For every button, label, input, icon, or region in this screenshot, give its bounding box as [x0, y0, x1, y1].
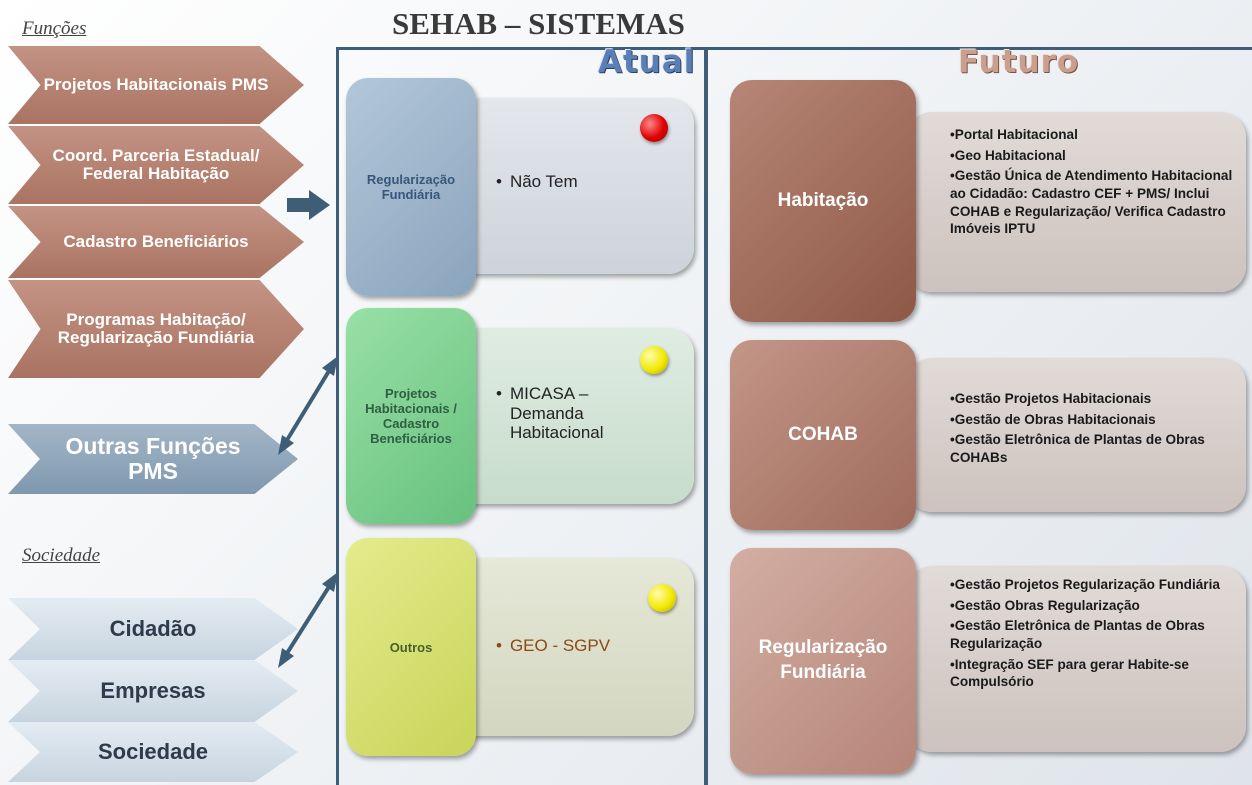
funcoes-label: Funções [22, 18, 87, 39]
futuro-card-3: •Gestão Projetos Regularização Fundiária… [906, 566, 1246, 752]
futuro-item: •Gestão de Obras Habitacionais [950, 411, 1156, 427]
atual-item-2: •MICASA – Demanda Habitacional [496, 384, 640, 443]
funcao-chevron-3: Cadastro Beneficiários [8, 206, 304, 278]
atual-item-3: • GEO - SGPV [496, 636, 611, 655]
sociedade-label: Sociedade [22, 545, 101, 566]
status-yellow-indicator-2 [648, 584, 676, 612]
atual-card-3: • GEO - SGPV [442, 558, 694, 736]
futuro-tab-1: Habitação [730, 80, 916, 322]
futuro-tab-3: Regularização Fundiária [730, 548, 916, 774]
futuro-item: •Geo Habitacional [950, 147, 1066, 163]
double-arrow-icon-lower [278, 572, 338, 668]
futuro-item: •Gestão Projetos Regularização Fundiária [950, 577, 1220, 592]
double-arrow-icon-upper [278, 356, 338, 455]
page-title: SEHAB – SISTEMAS [392, 6, 685, 41]
futuro-item: •Portal Habitacional [950, 127, 1078, 142]
panel-divider [704, 47, 708, 785]
atual-tab-1: Regularização Fundiária [346, 78, 476, 296]
status-red-indicator [640, 114, 668, 142]
futuro-item: •Gestão Única de Atendimento Habitaciona… [950, 168, 1233, 237]
atual-card-2: •MICASA – Demanda Habitacional [442, 328, 694, 504]
futuro-list-1: •Portal Habitacional •Geo Habitacional •… [950, 126, 1240, 241]
atual-tab-2: Projetos Habitacionais / Cadastro Benefi… [346, 308, 476, 524]
atual-header: Atual [598, 44, 696, 80]
status-yellow-indicator-1 [640, 346, 668, 374]
sociedade-chevron-empresas: Empresas [8, 660, 298, 722]
futuro-list-3: •Gestão Projetos Regularização Fundiária… [950, 576, 1240, 694]
atual-item-1: • Não Tem [496, 172, 578, 191]
atual-item-1-text: Não Tem [509, 172, 578, 191]
atual-tab-3: Outros [346, 538, 476, 756]
panel-left-border [336, 47, 339, 785]
funcao-chevron-1: Projetos Habitacionais PMS [8, 46, 304, 124]
atual-card-1: • Não Tem [442, 98, 694, 274]
atual-item-2-text: MICASA – Demanda Habitacional [509, 384, 604, 443]
funcao-chevron-2: Coord. Parceria Estadual/ Federal Habita… [8, 126, 304, 204]
sociedade-chevron-cidadao: Cidadão [8, 598, 298, 660]
futuro-card-1: •Portal Habitacional •Geo Habitacional •… [906, 112, 1246, 292]
futuro-item: •Gestão Obras Regularização [950, 597, 1140, 613]
futuro-item: •Gestão Eletrônica de Plantas de Obras R… [950, 618, 1205, 652]
atual-item-3-text: GEO - SGPV [509, 636, 611, 655]
funcao-chevron-4: Programas Habitação/ Regularização Fundi… [8, 280, 304, 378]
right-arrow-icon [287, 190, 330, 220]
futuro-card-2: •Gestão Projetos Habitacionais •Gestão d… [906, 358, 1246, 512]
panel-top-border [336, 47, 1252, 50]
futuro-list-2: •Gestão Projetos Habitacionais •Gestão d… [950, 390, 1240, 470]
sociedade-chevron-sociedade: Sociedade [8, 722, 298, 782]
futuro-header: Futuro [958, 44, 1080, 80]
futuro-tab-2: COHAB [730, 340, 916, 530]
futuro-item: •Gestão Projetos Habitacionais [950, 391, 1152, 406]
outras-funcoes-chevron: Outras Funções PMS [8, 424, 298, 494]
futuro-item: •Gestão Eletrônica de Plantas de Obras C… [950, 432, 1205, 466]
futuro-item: •Integração SEF para gerar Habite-se Com… [950, 656, 1189, 690]
